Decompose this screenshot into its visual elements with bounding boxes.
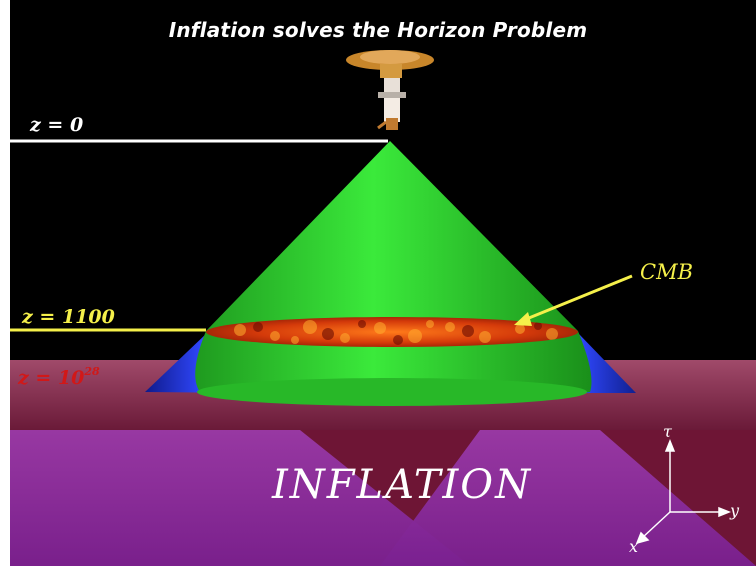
cmb-label: CMB (640, 260, 694, 284)
inflation-cone-left (10, 430, 470, 566)
tau-axis-label: τ (663, 422, 672, 441)
cmb-surface (206, 317, 578, 347)
cmb-arrow-head (514, 312, 532, 326)
x-axis-label: x (629, 537, 639, 556)
page-title: Inflation solves the Horizon Problem (168, 18, 588, 42)
satellite-icon (346, 50, 434, 130)
z1100-label: z = 1100 (22, 306, 115, 328)
inflation-cone-right (380, 430, 756, 566)
light-cone-base (197, 378, 587, 406)
y-axis-arrow (718, 506, 732, 518)
x-axis (641, 511, 671, 539)
z-inflation-label: z = 1028 (18, 365, 100, 389)
z0-label: z = 0 (30, 114, 84, 136)
y-axis-label: y (730, 501, 740, 520)
z-inflation-exponent: 28 (84, 365, 100, 378)
z-inflation-base: z = 10 (18, 367, 85, 389)
axes-widget (635, 438, 732, 545)
tau-axis-arrow (664, 438, 676, 452)
x-axis-arrow (635, 531, 650, 545)
cmb-arrow-shaft (523, 274, 633, 322)
inflation-label: INFLATION (272, 462, 533, 508)
